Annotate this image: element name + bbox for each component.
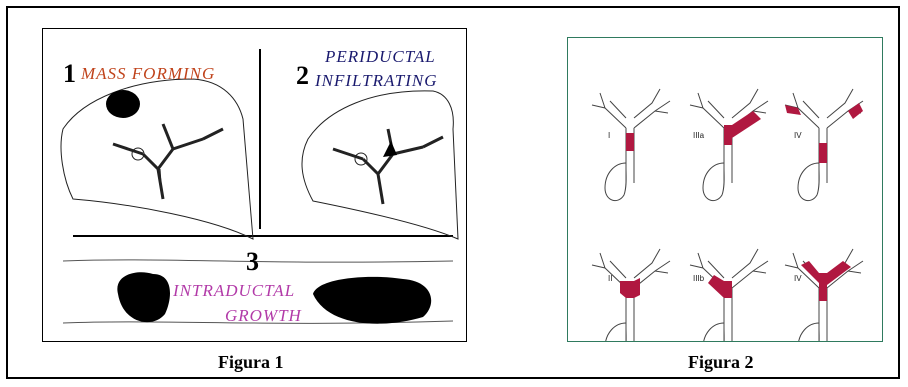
liver-periductal	[302, 91, 458, 239]
liver-mass-forming	[61, 79, 253, 239]
type-label-I: I	[608, 131, 610, 140]
type-label-IIIa: IIIa	[693, 131, 704, 140]
type-label-IV-top: IV	[794, 131, 802, 140]
bismuth-type-IV-top	[785, 89, 863, 201]
bismuth-type-IIIa	[690, 89, 768, 201]
panel-number-3: 3	[246, 247, 259, 277]
label-intraductal: INTRADUCTAL	[173, 281, 295, 301]
figure-2-panel: I IIIa IV II IIIb IV	[567, 37, 883, 342]
bismuth-type-II	[592, 249, 670, 342]
bismuth-type-IV-bottom	[785, 249, 863, 342]
bismuth-type-I	[592, 89, 670, 201]
type-label-IIIb: IIIb	[693, 274, 704, 283]
panel-number-1: 1	[63, 59, 76, 89]
label-mass-forming: MASS FORMING	[81, 64, 215, 84]
figure-1-panel: 1 MASS FORMING 2 PERIDUCTAL INFILTRATING…	[42, 28, 467, 342]
type-label-IV-bottom: IV	[794, 274, 802, 283]
figure-2-caption: Figura 2	[688, 352, 754, 373]
intraductal-tumor-1	[117, 272, 170, 322]
intraductal-tumor-2	[313, 277, 431, 324]
bismuth-type-IIIb	[690, 249, 768, 342]
label-infiltrating: INFILTRATING	[315, 71, 437, 91]
type-label-II: II	[608, 274, 612, 283]
mass-forming-tumor	[106, 90, 140, 118]
label-periductal: PERIDUCTAL	[325, 47, 436, 67]
figure-1-caption: Figura 1	[218, 352, 284, 373]
panel-number-2: 2	[296, 61, 309, 91]
periductal-tumor	[383, 141, 397, 157]
label-growth: GROWTH	[225, 306, 302, 326]
figure-2-drawing	[568, 38, 883, 342]
